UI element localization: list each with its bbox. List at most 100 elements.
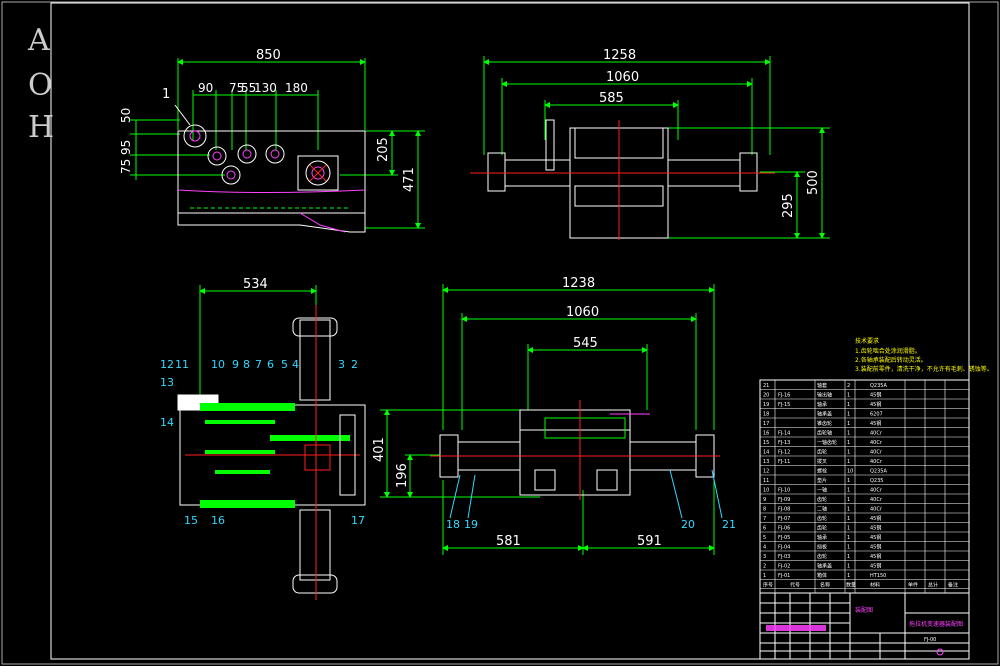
parts-code: FJ-03	[778, 554, 790, 560]
tech-req-line-2: 2.各轴承装配后转动灵活。	[855, 356, 927, 364]
parts-qty: 1	[847, 516, 850, 522]
parts-qty: 1	[847, 526, 850, 532]
title-block-project: 装配图	[855, 606, 873, 614]
parts-code: FJ-15	[778, 402, 790, 408]
parts-qty: 1	[847, 393, 850, 399]
parts-material: 40Cr	[870, 497, 883, 503]
side-label-h: H	[28, 110, 54, 145]
parts-qty: 1	[847, 450, 850, 456]
parts-no: 12	[763, 469, 769, 475]
side-label: A O H	[27, 23, 54, 145]
side-label-a: A	[27, 23, 50, 58]
parts-name: 垫片	[817, 477, 827, 484]
view-bottom-right: 1238 1060 545 401 196 581 591	[372, 276, 736, 555]
parts-header-cell: 单件	[908, 582, 918, 589]
parts-material: 40Cr	[870, 488, 883, 494]
dim-581: 581	[496, 534, 521, 549]
parts-qty: 1	[847, 507, 850, 513]
tech-req-line-3: 3.装配前零件，清洗干净，不允许有毛刺、锈蚀等。	[855, 365, 993, 373]
dim-585: 585	[599, 91, 624, 106]
parts-qty: 1	[847, 440, 850, 446]
balloon-21: 21	[722, 518, 736, 531]
parts-code: FJ-02	[778, 564, 790, 570]
parts-no: 4	[763, 545, 766, 551]
parts-name: 二轴	[817, 506, 827, 513]
dim-95: 95	[119, 140, 133, 155]
parts-name: 轴套	[817, 382, 827, 389]
parts-name: 齿轮	[817, 449, 827, 456]
parts-material: 45钢	[870, 544, 881, 551]
dim-295: 295	[781, 193, 796, 218]
balloon-4: 4	[292, 358, 299, 371]
parts-code: FJ-10	[778, 488, 790, 494]
parts-no: 20	[763, 393, 769, 399]
dim-55: 55	[241, 81, 256, 95]
balloon-10: 10	[211, 358, 225, 371]
parts-material: 40Cr	[870, 507, 883, 513]
parts-name: 箱体	[817, 572, 827, 579]
parts-qty: 1	[847, 478, 850, 484]
sheet-inner-border	[50, 2, 970, 660]
parts-material: Q235A	[870, 383, 887, 389]
dim-1060: 1060	[606, 70, 639, 85]
parts-name: 轴承盖	[817, 411, 832, 418]
dim-1238: 1238	[562, 276, 595, 291]
parts-header-cell: 材料	[870, 582, 880, 589]
parts-name: 一轴齿轮	[817, 439, 837, 446]
parts-no: 18	[763, 412, 769, 418]
parts-no: 3	[763, 554, 766, 560]
balloon-7: 7	[255, 358, 262, 371]
balloon-6: 6	[267, 358, 274, 371]
balloon-20: 20	[681, 518, 695, 531]
parts-code: FJ-11	[778, 459, 790, 465]
dim-500: 500	[806, 170, 821, 195]
balloon-19: 19	[464, 518, 478, 531]
parts-name: 齿轮轴	[817, 430, 832, 437]
parts-material: 45钢	[870, 525, 881, 532]
tech-requirements: 技术要求 1.齿轮啮合处涂润滑脂。 2.各轴承装配后转动灵活。 3.装配前零件，…	[855, 337, 993, 373]
dim-401: 401	[372, 437, 387, 462]
parts-no: 5	[763, 535, 766, 541]
balloon-14: 14	[160, 416, 174, 429]
dim-850: 850	[256, 48, 281, 63]
balloon-5: 5	[281, 358, 288, 371]
parts-material: 45钢	[870, 401, 881, 408]
balloon-17: 17	[351, 514, 365, 527]
parts-header-cell: 名称	[820, 582, 830, 589]
parts-code: FJ-07	[778, 516, 790, 522]
side-label-o: O	[28, 68, 53, 103]
parts-material: 45钢	[870, 392, 881, 399]
parts-no: 17	[763, 421, 769, 427]
parts-code: FJ-04	[778, 545, 790, 551]
dim-545: 545	[573, 336, 598, 351]
parts-name: 齿轮	[817, 515, 827, 522]
tech-req-line-1: 1.齿轮啮合处涂润滑脂。	[855, 347, 921, 355]
parts-no: 6	[763, 526, 766, 532]
balloon-15: 15	[184, 514, 198, 527]
parts-no: 13	[763, 459, 769, 465]
dim-75-v: 75	[119, 159, 133, 174]
balloon-12: 12	[160, 358, 174, 371]
parts-no: 14	[763, 450, 769, 456]
parts-no: 19	[763, 402, 769, 408]
parts-header-cell: 序号	[763, 582, 773, 589]
parts-code: FJ-05	[778, 535, 790, 541]
parts-name: 螺栓	[817, 468, 827, 475]
parts-no: 7	[763, 516, 766, 522]
view-bottom-left: 534 12 11 10 9 8 7 6 5 4 3 2 13 14 15 16…	[160, 277, 366, 600]
parts-no: 21	[763, 383, 769, 389]
parts-no: 15	[763, 440, 769, 446]
